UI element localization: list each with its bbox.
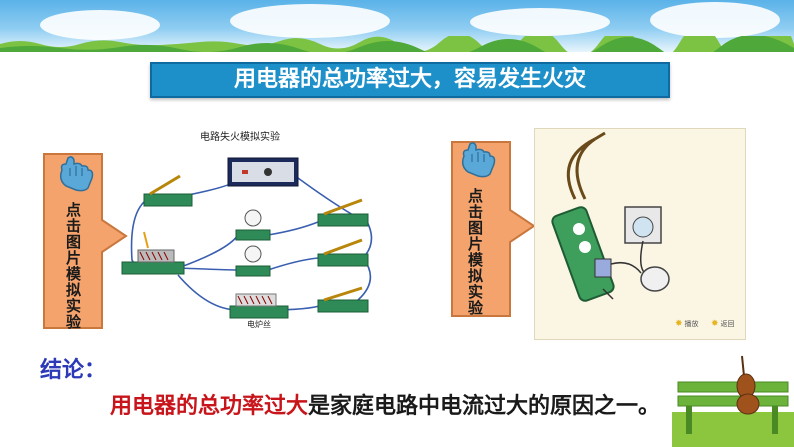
violin-icon [736, 355, 760, 415]
arrow-right-icon [43, 153, 128, 329]
right-simulation-launcher[interactable] [448, 140, 538, 324]
circuit-diagram[interactable] [118, 140, 380, 340]
circuit-title: 电路失火模拟实验 [200, 132, 280, 143]
star-icon: ✸ [711, 319, 719, 329]
conclusion-heading: 结论： [40, 357, 107, 383]
cloud [230, 4, 390, 38]
grass-strip [0, 36, 794, 52]
heater-label: 电炉丝 [247, 320, 271, 329]
overload-picture[interactable]: ✸ 播放 ✸ 返回 [534, 128, 746, 340]
conclusion-highlight: 用电器的总功率过大 [110, 393, 309, 419]
conclusion-rest: 是家庭电路中电流过大的原因之一。 [308, 393, 661, 419]
hand-pointer-icon[interactable] [458, 142, 498, 182]
page-title: 用电器的总功率过大，容易发生火灾 [150, 62, 670, 98]
star-icon: ✸ [675, 319, 683, 329]
back-button[interactable]: ✸ 返回 [711, 319, 735, 329]
cloud [470, 8, 610, 36]
left-click-instruction: 点击图片模拟实验 [64, 202, 82, 330]
play-label: 播放 [684, 320, 699, 328]
power-strip-illustration [551, 131, 670, 302]
conclusion-text: 用电器的总功率过大是家庭电路中电流过大的原因之一。 [110, 388, 660, 420]
cloud [650, 2, 780, 38]
right-click-instruction: 点击图片模拟实验 [466, 188, 484, 316]
play-button[interactable]: ✸ 播放 [675, 319, 699, 329]
bench-icon [672, 355, 794, 447]
left-simulation-launcher[interactable] [40, 152, 130, 336]
arrow-right-icon [451, 141, 536, 317]
sky-banner [0, 0, 794, 52]
back-label: 返回 [720, 320, 735, 328]
cloud [40, 10, 160, 40]
hand-pointer-icon[interactable] [56, 156, 96, 196]
